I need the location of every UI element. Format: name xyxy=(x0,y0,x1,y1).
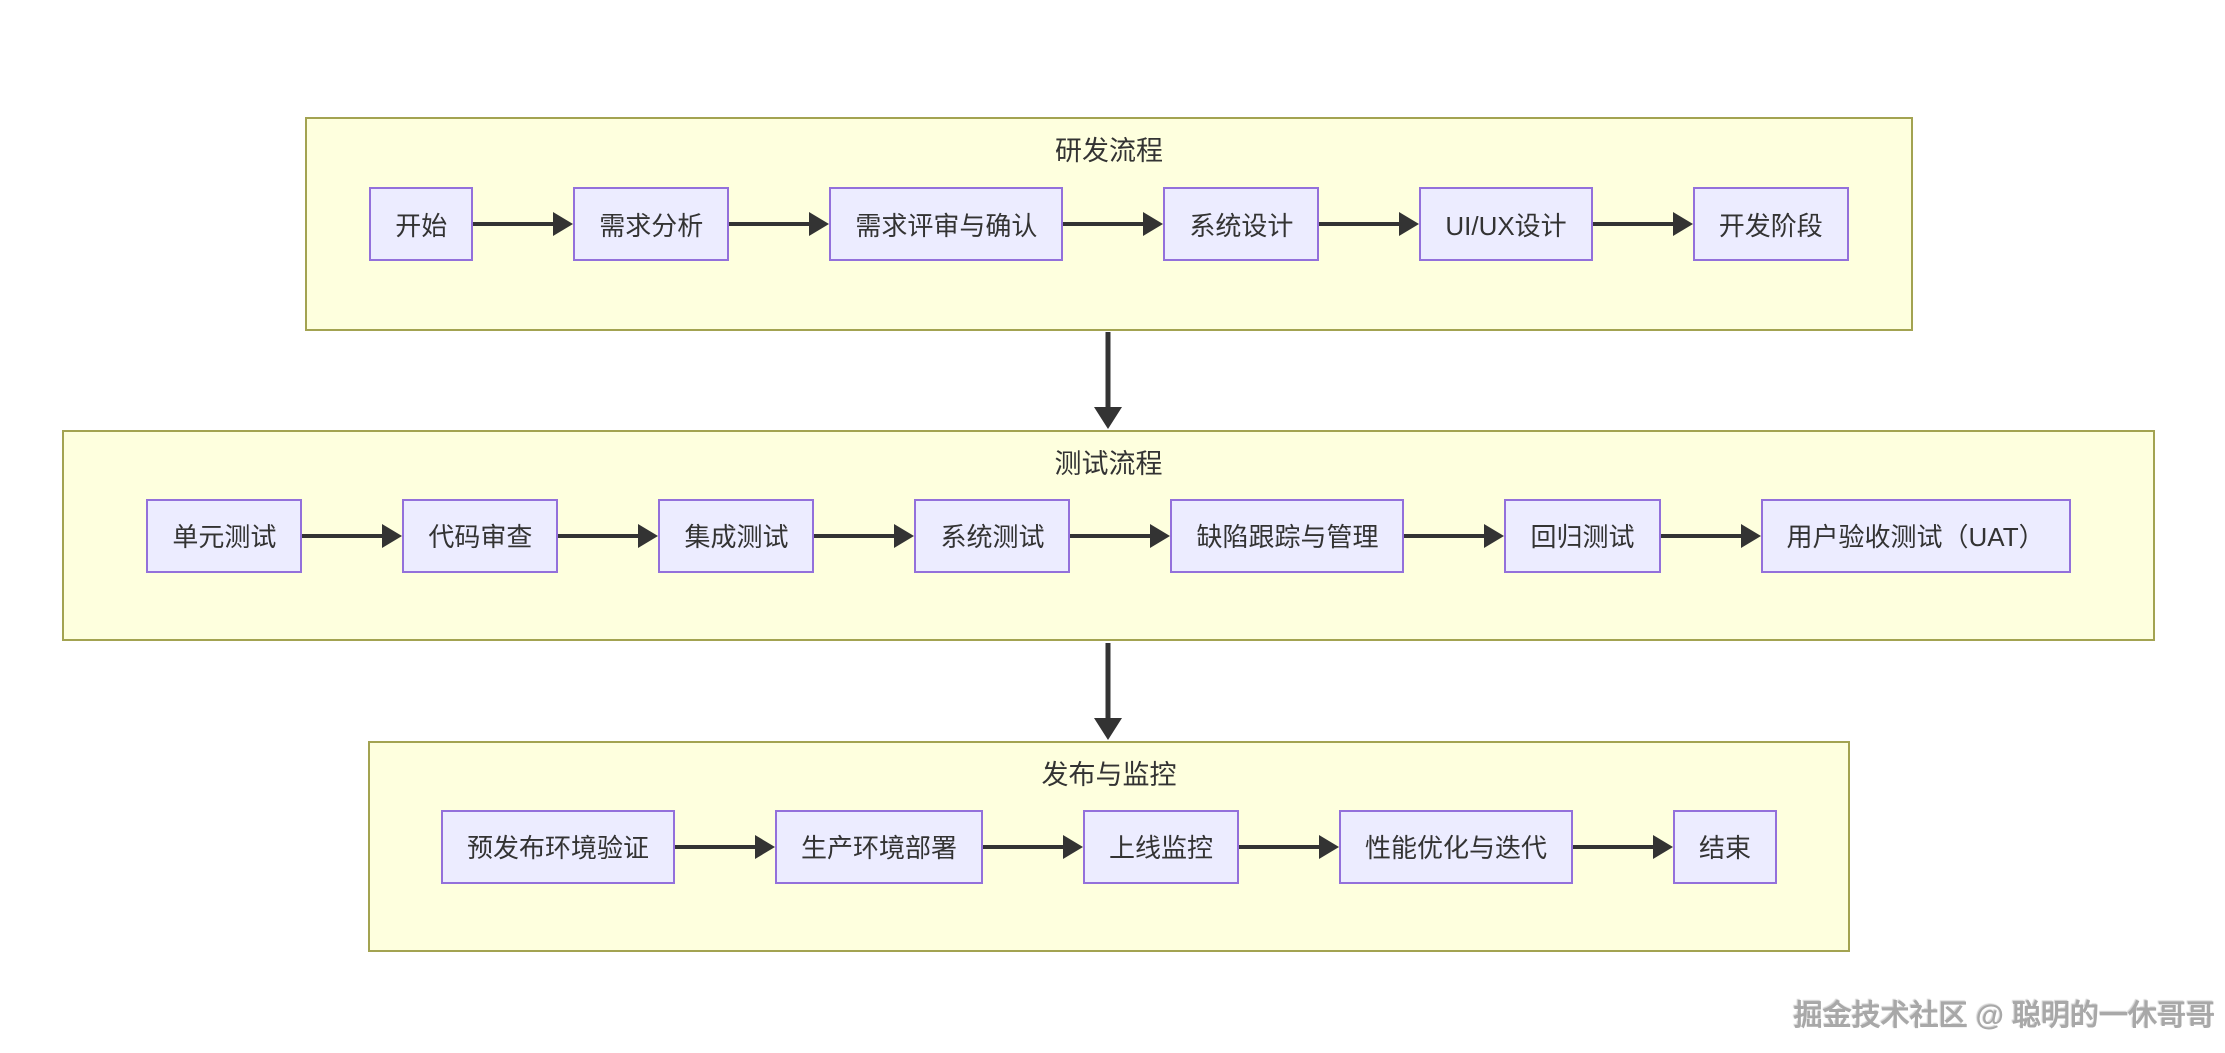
node-unit-test: 单元测试 xyxy=(146,498,303,573)
cluster-development-process: 研发流程 开始 需求分析 需求评审与确认 系统设计 UI/UX设计 开发阶段 xyxy=(305,117,1913,331)
node-system-design: 系统设计 xyxy=(1163,187,1320,261)
cluster-title: 测试流程 xyxy=(1054,449,1163,479)
node-online-monitoring: 上线监控 xyxy=(1082,809,1239,884)
arrow-right-icon xyxy=(1239,833,1339,861)
arrow-right-icon xyxy=(675,833,775,861)
node-row: 单元测试 代码审查 集成测试 系统测试 缺陷跟踪与管理 回归测试 用户验收测试（… xyxy=(64,432,2153,639)
arrow-right-icon xyxy=(1661,522,1761,550)
arrow-right-icon xyxy=(473,210,573,238)
cluster-testing-process: 测试流程 单元测试 代码审查 集成测试 系统测试 缺陷跟踪与管理 回归测试 用户… xyxy=(62,430,2155,641)
node-requirement-review: 需求评审与确认 xyxy=(829,187,1064,261)
node-regression-test: 回归测试 xyxy=(1504,498,1661,573)
cluster-title: 发布与监控 xyxy=(1041,760,1177,790)
node-integration-test: 集成测试 xyxy=(658,498,815,573)
arrow-right-icon xyxy=(983,833,1083,861)
arrow-right-icon xyxy=(1063,210,1163,238)
node-uiux-design: UI/UX设计 xyxy=(1419,187,1593,261)
arrow-down-icon xyxy=(1091,643,1125,740)
node-start: 开始 xyxy=(369,187,474,261)
node-uat: 用户验收测试（UAT） xyxy=(1760,498,2071,573)
node-row: 开始 需求分析 需求评审与确认 系统设计 UI/UX设计 开发阶段 xyxy=(307,119,1911,329)
cluster-title: 研发流程 xyxy=(1055,136,1163,166)
arrow-right-icon xyxy=(1404,522,1504,550)
node-end: 结束 xyxy=(1673,809,1778,884)
node-requirement-analysis: 需求分析 xyxy=(573,187,730,261)
arrow-right-icon xyxy=(1319,210,1419,238)
arrow-right-icon xyxy=(1070,522,1170,550)
node-development-phase: 开发阶段 xyxy=(1692,187,1849,261)
node-performance-iteration: 性能优化与迭代 xyxy=(1339,809,1574,884)
arrow-right-icon xyxy=(302,522,402,550)
arrow-right-icon xyxy=(1593,210,1693,238)
arrow-right-icon xyxy=(1573,833,1673,861)
node-staging-verification: 预发布环境验证 xyxy=(440,809,675,884)
arrow-right-icon xyxy=(558,522,658,550)
arrow-right-icon xyxy=(814,522,914,550)
arrow-right-icon xyxy=(729,210,829,238)
node-system-test: 系统测试 xyxy=(914,498,1071,573)
arrow-down-icon xyxy=(1091,332,1125,429)
node-row: 预发布环境验证 生产环境部署 上线监控 性能优化与迭代 结束 xyxy=(370,743,1848,950)
node-production-deploy: 生产环境部署 xyxy=(774,809,983,884)
cluster-release-monitoring: 发布与监控 预发布环境验证 生产环境部署 上线监控 性能优化与迭代 结束 xyxy=(368,741,1850,952)
node-defect-tracking: 缺陷跟踪与管理 xyxy=(1170,498,1405,573)
watermark-text: 掘金技术社区 @ 聪明的一休哥哥 xyxy=(1793,1000,2215,1032)
node-code-review: 代码审查 xyxy=(402,498,559,573)
